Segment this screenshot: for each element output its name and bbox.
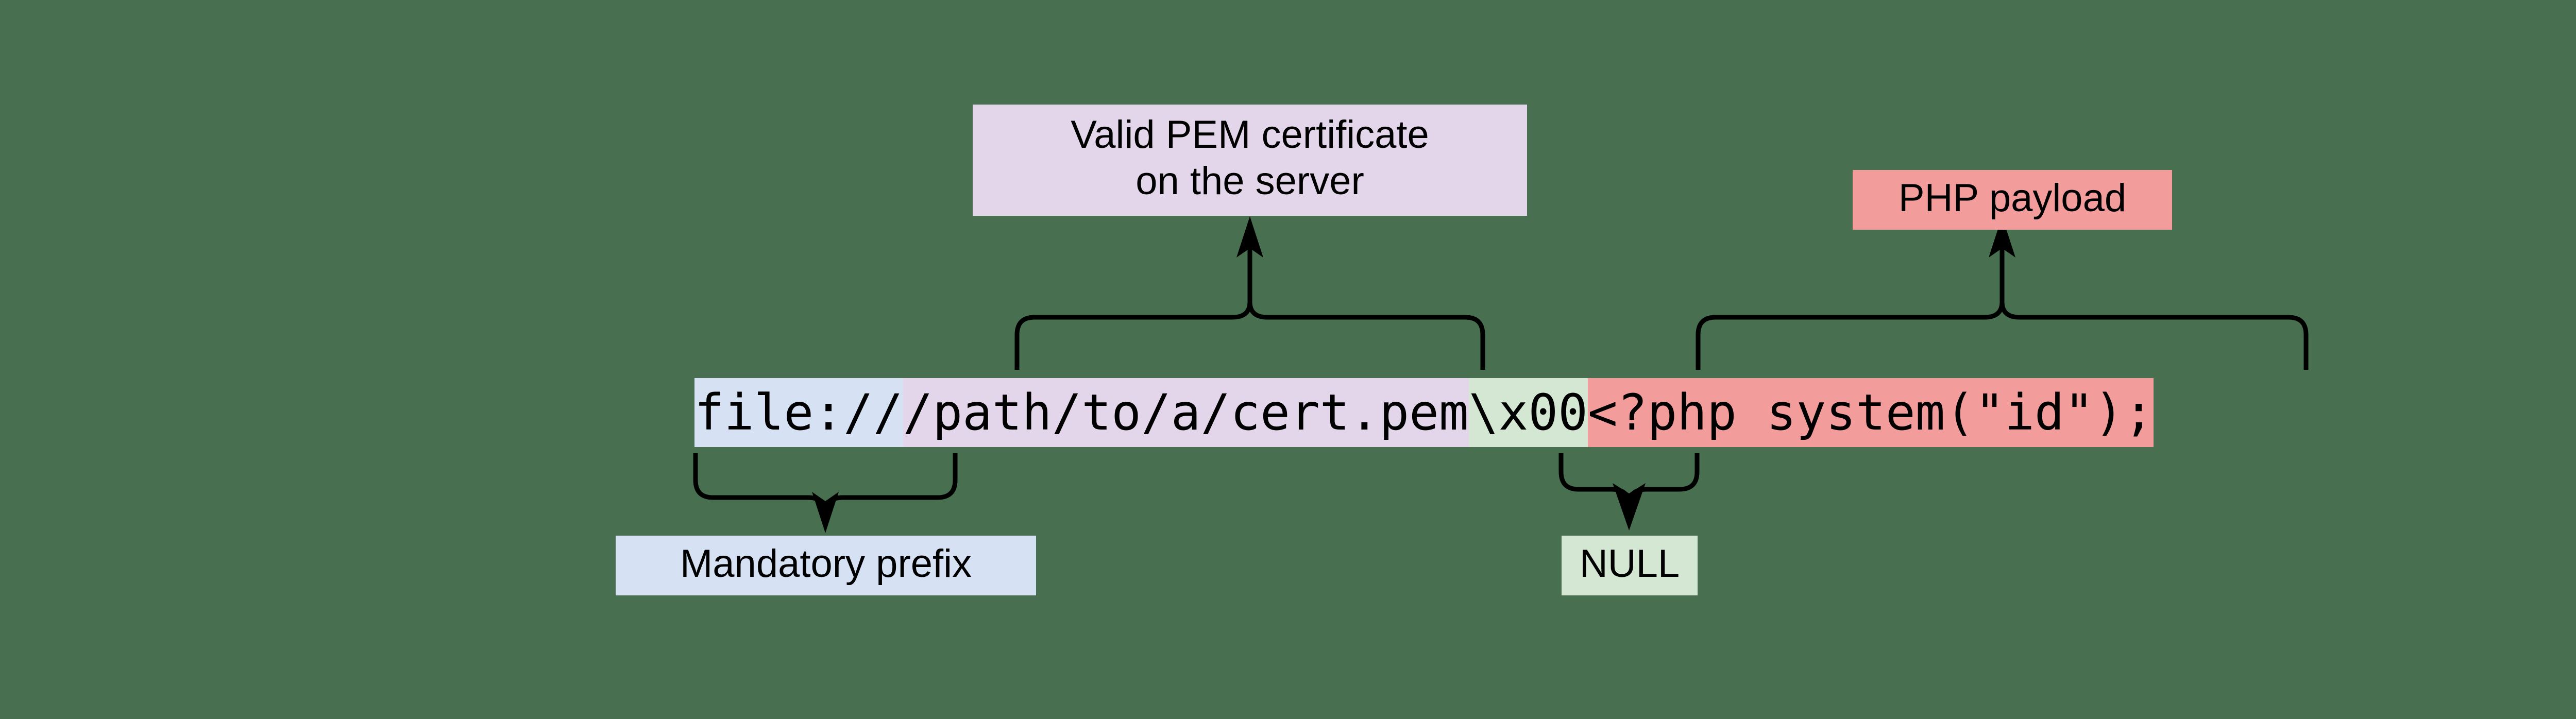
label-valid-pem-certificate: Valid PEM certificate on the server bbox=[973, 105, 1527, 216]
label-mandatory-prefix: Mandatory prefix bbox=[616, 536, 1036, 595]
brace-mandatory-prefix bbox=[693, 453, 958, 518]
code-segment-null: \x00 bbox=[1468, 378, 1588, 447]
label-null: NULL bbox=[1562, 536, 1698, 595]
brace-null bbox=[1558, 453, 1700, 507]
label-null-text: NULL bbox=[1579, 542, 1680, 586]
label-valid-pem-line1: Valid PEM certificate bbox=[1071, 113, 1429, 157]
label-valid-pem-line2: on the server bbox=[1136, 159, 1364, 203]
arrow-down-mandatory-prefix bbox=[812, 492, 839, 533]
code-segment-prefix: file:// bbox=[694, 378, 903, 447]
brace-php-payload bbox=[1696, 216, 2309, 370]
label-mandatory-prefix-text: Mandatory prefix bbox=[680, 542, 972, 586]
label-php-payload-text: PHP payload bbox=[1898, 176, 2127, 220]
payload-string: file:// /path/to/a/cert.pem \x00 <?php s… bbox=[694, 378, 2154, 447]
label-php-payload: PHP payload bbox=[1853, 170, 2172, 230]
arrow-down-null bbox=[1613, 483, 1646, 530]
code-segment-php-payload: <?php system("id"); bbox=[1587, 378, 2154, 447]
code-segment-path: /path/to/a/cert.pem bbox=[903, 378, 1469, 447]
brace-valid-pem bbox=[1014, 216, 1485, 370]
